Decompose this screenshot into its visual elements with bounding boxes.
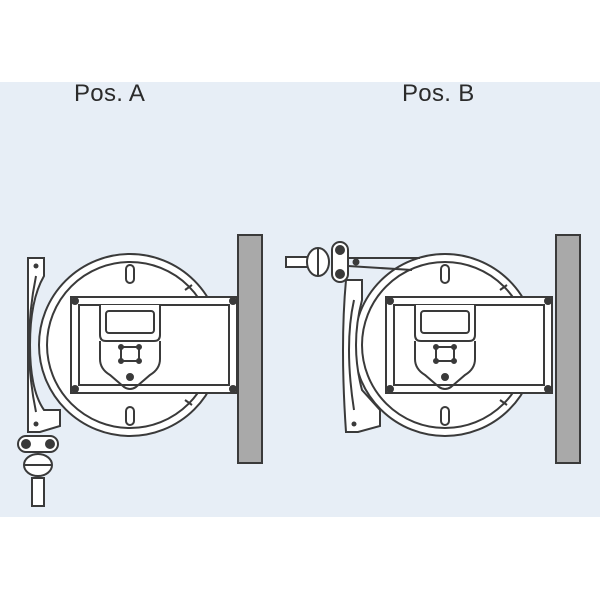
roller-guide-a [17, 435, 59, 507]
wall-a [237, 234, 263, 464]
position-a-label: Pos. A [74, 80, 146, 107]
roller-guide-b [285, 241, 360, 283]
position-b-label: Pos. B [402, 80, 475, 107]
wall-b [555, 234, 581, 464]
position-a-assembly [17, 234, 263, 507]
guide-arm-a [27, 257, 61, 433]
position-b-assembly [285, 234, 581, 464]
